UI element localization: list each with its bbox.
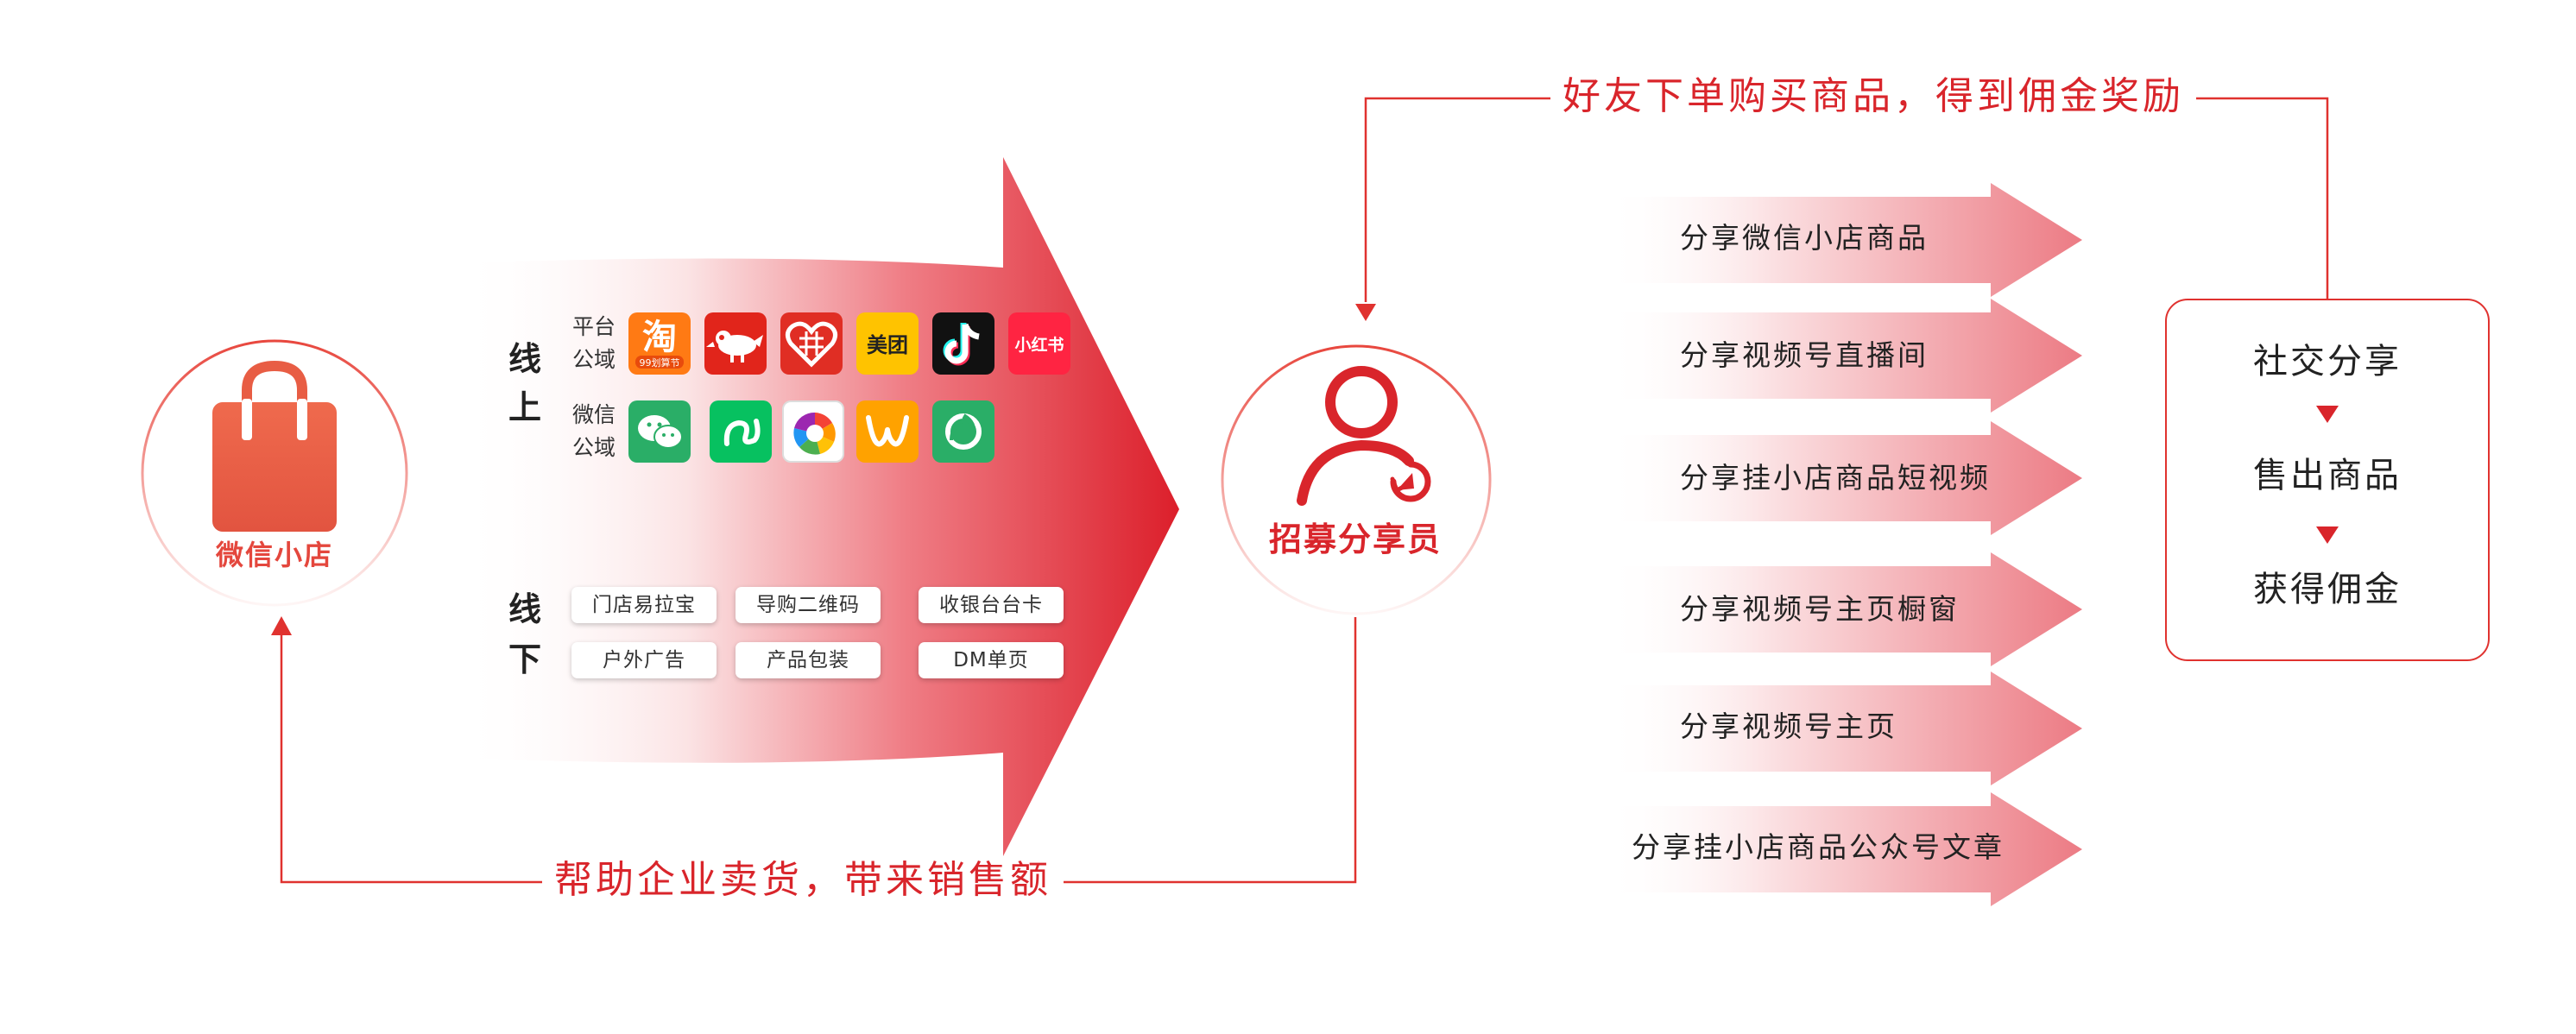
jd-icon[interactable] xyxy=(704,312,767,375)
douyin-icon[interactable] xyxy=(932,312,994,375)
offline-chip-6: DM单页 xyxy=(919,642,1064,678)
offline-chip-2: 导购二维码 xyxy=(736,587,881,623)
share-arrow-3 xyxy=(1606,421,2082,535)
online-label-1: 线 xyxy=(508,340,541,378)
share-arrow-4 xyxy=(1606,552,2082,666)
taobao-subtext: 99划算节 xyxy=(640,356,680,369)
bottom-caption: 帮助企业卖货，带来销售额 xyxy=(542,856,1064,905)
share-item-5: 分享视频号主页 xyxy=(1680,709,1897,743)
online-label-2: 上 xyxy=(508,388,541,426)
share-item-2: 分享视频号直播间 xyxy=(1680,338,1929,372)
platform-label-2: 公域 xyxy=(571,347,616,372)
cycle-down-arrow-2 xyxy=(2316,526,2339,544)
share-arrows xyxy=(1606,183,2082,906)
share-item-3: 分享挂小店商品短视频 xyxy=(1680,461,1991,495)
share-item-6: 分享挂小店商品公众号文章 xyxy=(1632,830,2005,864)
big-flow-arrow xyxy=(458,157,1179,856)
cycle-step-1: 社交分享 xyxy=(2253,342,2402,381)
shop-label: 微信小店 xyxy=(215,539,333,571)
recruiter-circle xyxy=(1221,344,1492,615)
cycle-down-arrow-1 xyxy=(2316,406,2339,423)
meituan-text: 美团 xyxy=(867,333,908,357)
share-item-1: 分享微信小店商品 xyxy=(1680,221,1929,255)
taobao-text: 淘 xyxy=(642,318,677,357)
bottom-loop-arrowhead xyxy=(271,616,292,635)
offline-chip-4: 户外广告 xyxy=(571,642,717,678)
wechat-icon[interactable] xyxy=(628,400,691,463)
person-share-icon xyxy=(1297,366,1431,506)
cycle-step-2: 售出商品 xyxy=(2253,456,2402,495)
cycle-step-3: 获得佣金 xyxy=(2253,570,2402,609)
share-arrow-2 xyxy=(1606,299,2082,413)
wechat-channels-icon[interactable] xyxy=(710,400,772,463)
recruiter-label: 招募分享员 xyxy=(1268,520,1442,558)
offline-chip-1: 门店易拉宝 xyxy=(571,587,717,623)
wechat-search-icon[interactable] xyxy=(932,400,994,463)
share-arrow-1 xyxy=(1606,183,2082,297)
wechat-label-1: 微信 xyxy=(571,402,616,427)
pinduoduo-icon[interactable] xyxy=(780,312,843,375)
moments-icon[interactable] xyxy=(782,400,844,463)
top-caption: 好友下单购买商品，得到佣金奖励 xyxy=(1550,73,2196,121)
offline-label-2: 下 xyxy=(508,640,541,678)
wechat-label-2: 公域 xyxy=(571,435,616,460)
weixin-miniprogram-icon[interactable] xyxy=(856,400,919,463)
xiaohongshu-text: 小红书 xyxy=(1014,335,1064,355)
top-loop-arrowhead xyxy=(1355,304,1376,321)
platform-label-1: 平台 xyxy=(571,314,616,339)
offline-chip-3: 收银台台卡 xyxy=(919,587,1064,623)
xiaohongshu-icon[interactable]: 小红书 xyxy=(1008,312,1070,375)
offline-chip-5: 产品包装 xyxy=(736,642,881,678)
meituan-icon[interactable]: 美团 xyxy=(856,312,919,375)
share-arrow-6 xyxy=(1606,792,2082,906)
offline-label-1: 线 xyxy=(508,590,541,628)
cycle-box xyxy=(2165,299,2490,661)
share-item-4: 分享视频号主页橱窗 xyxy=(1680,592,1960,626)
shopping-bag-icon xyxy=(212,360,337,532)
share-arrow-5 xyxy=(1606,671,2082,785)
taobao-icon[interactable]: 淘 99划算节 xyxy=(628,312,691,375)
